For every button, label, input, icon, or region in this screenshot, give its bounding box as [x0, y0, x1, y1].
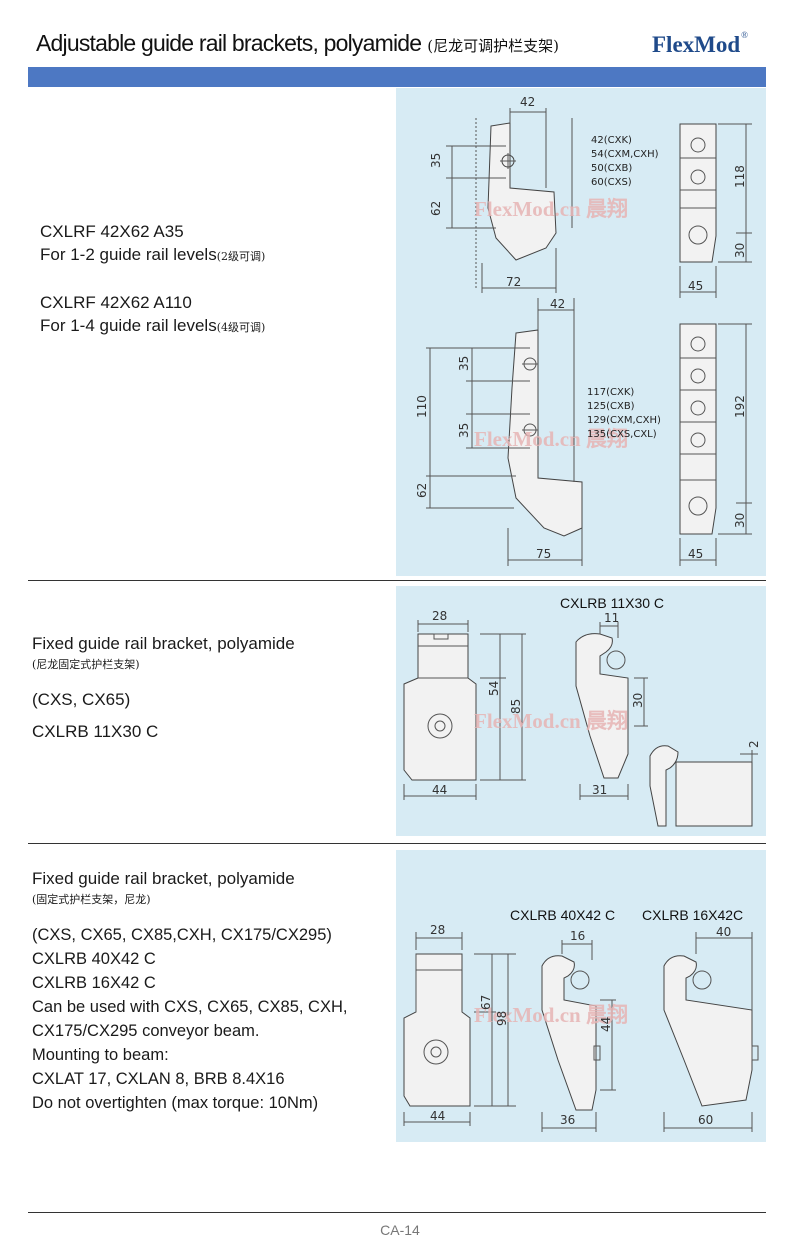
- drawing-a-dims: 42 35 62 72 118 30 45 42(CXK) 54(CXM,CXH…: [429, 95, 747, 293]
- adjustable-bracket-drawings: FlexMod.cn 晨翔 FlexMod.cn 晨翔 42 35 62 72 …: [415, 95, 752, 566]
- section-divider-2: [28, 843, 766, 844]
- dim-42-16: 16: [570, 929, 585, 943]
- dim-42-44-height: 44: [599, 1017, 613, 1032]
- dim-42-40: 40: [716, 925, 731, 939]
- dim-11x30-11: 11: [604, 611, 619, 625]
- variant-a-2: 54(CXM,CXH): [591, 149, 659, 160]
- dim-a-62: 62: [429, 201, 443, 216]
- fixed-bracket-11x30-drawing: FlexMod.cn 晨翔 CXLRB 11X30 C 28 54 85 44 …: [403, 595, 761, 827]
- section3-line-2: CXLRB 40X42 C: [32, 950, 156, 968]
- fixed-11x30-label: CXLRB 11X30 C: [560, 595, 664, 611]
- variant-a-3: 50(CXB): [591, 163, 632, 174]
- product-a-desc: For 1-2 guide rail levels(2级可调): [40, 245, 265, 265]
- dim-11x30-30: 30: [631, 693, 645, 708]
- product-b-desc-en: For 1-4 guide rail levels: [40, 316, 217, 335]
- dim-b-192: 192: [733, 395, 747, 418]
- dim-11x30-85: 85: [509, 699, 523, 714]
- dim-11x30-28: 28: [432, 609, 447, 623]
- section3-line-7: CXLAT 17, CXLAN 8, BRB 8.4X16: [32, 1070, 285, 1088]
- dim-11x30-31: 31: [592, 783, 607, 797]
- dim-42-60: 60: [698, 1113, 713, 1127]
- variant-a-1: 42(CXK): [591, 135, 632, 146]
- section-divider-1: [28, 580, 766, 581]
- dim-a-30: 30: [733, 243, 747, 258]
- variant-b-4: 135(CXS,CXL): [587, 429, 657, 440]
- section3-heading: Fixed guide rail bracket, polyamide: [32, 869, 295, 888]
- product-b-code: CXLRF 42X62 A110: [40, 293, 192, 312]
- brand-logo: FlexMod®: [652, 30, 748, 58]
- drawing-panel-fixed-11x30: FlexMod.cn 晨翔 CXLRB 11X30 C 28 54 85 44 …: [396, 586, 766, 836]
- drawing-b-dims: 42 35 35 110 62 75 192 30 45 117(CXK) 12…: [415, 297, 747, 561]
- dim-b-35-upper: 35: [457, 356, 471, 371]
- variant-b-2: 125(CXB): [587, 401, 635, 412]
- dim-b-110: 110: [415, 395, 429, 418]
- section3-line-6: Mounting to beam:: [32, 1046, 169, 1064]
- page-number: CA-14: [380, 1222, 420, 1238]
- variant-b-1: 117(CXK): [587, 387, 634, 398]
- title-en: Adjustable guide rail brackets, polyamid…: [36, 30, 422, 56]
- product-b-desc-cn: (4级可调): [216, 321, 266, 334]
- dim-42-36: 36: [560, 1113, 575, 1127]
- dim-a-72: 72: [506, 275, 521, 289]
- watermark-3: FlexMod.cn 晨翔: [474, 709, 628, 733]
- dim-a-42: 42: [520, 95, 535, 109]
- dim-a-45: 45: [688, 279, 703, 293]
- watermark-4: FlexMod.cn 晨翔: [474, 1003, 628, 1027]
- product-b-desc: For 1-4 guide rail levels(4级可调): [40, 316, 265, 336]
- section2-heading: Fixed guide rail bracket, polyamide: [32, 634, 295, 653]
- section3-heading-cn: (固定式护栏支架，尼龙): [32, 893, 151, 906]
- variant-b-3: 129(CXM,CXH): [587, 415, 661, 426]
- section2-code: CXLRB 11X30 C: [32, 722, 159, 741]
- section2-compat: (CXS, CX65): [32, 690, 131, 709]
- product-a-desc-en: For 1-2 guide rail levels: [40, 245, 217, 264]
- header-banner: [28, 67, 766, 87]
- section3-line-3: CXLRB 16X42 C: [32, 974, 156, 992]
- dim-11x30-44: 44: [432, 783, 447, 797]
- dim-11x30-2: 2: [747, 740, 761, 748]
- dim-42-98: 98: [495, 1011, 509, 1026]
- title-cn: (尼龙可调护栏支架): [427, 37, 559, 55]
- watermark-1: FlexMod.cn 晨翔: [474, 197, 628, 221]
- section3-line-4: Can be used with CXS, CX65, CX85, CXH,: [32, 998, 348, 1016]
- logo-registered-mark: ®: [741, 30, 748, 40]
- dim-42-44-width: 44: [430, 1109, 445, 1123]
- fixed-40x42-label: CXLRB 40X42 C: [510, 907, 615, 923]
- section2-heading-cn: (尼龙固定式护栏支架): [32, 658, 140, 671]
- page-title: Adjustable guide rail brackets, polyamid…: [36, 30, 559, 57]
- fixed-bracket-42-drawings: FlexMod.cn 晨翔 CXLRB 40X42 C CXLRB 16X42C…: [403, 907, 759, 1132]
- dim-11x30-54: 54: [487, 681, 501, 696]
- dim-b-75: 75: [536, 547, 551, 561]
- product-a-desc-cn: (2级可调): [216, 250, 266, 263]
- dim-a-35: 35: [429, 153, 443, 168]
- product-a-code: CXLRF 42X62 A35: [40, 222, 184, 241]
- section3-line-8: Do not overtighten (max torque: 10Nm): [32, 1094, 319, 1112]
- footer-divider: [28, 1212, 766, 1213]
- drawing-panel-adjustable: FlexMod.cn 晨翔 FlexMod.cn 晨翔 42 35 62 72 …: [396, 88, 766, 576]
- variant-a-4: 60(CXS): [591, 177, 632, 188]
- logo-text: FlexMod: [652, 32, 741, 57]
- dim-b-62: 62: [415, 483, 429, 498]
- dim-a-118: 118: [733, 165, 747, 188]
- dim-42-28: 28: [430, 923, 445, 937]
- dim-b-30: 30: [733, 513, 747, 528]
- watermark-2: FlexMod.cn 晨翔: [474, 427, 628, 451]
- drawing-panel-fixed-42: FlexMod.cn 晨翔 CXLRB 40X42 C CXLRB 16X42C…: [396, 850, 766, 1142]
- dim-42-67: 67: [479, 995, 493, 1010]
- section3-line-1: (CXS, CX65, CX85,CXH, CX175/CX295): [32, 926, 332, 944]
- section3-line-5: CX175/CX295 conveyor beam.: [32, 1022, 260, 1040]
- dim-b-35-lower: 35: [457, 423, 471, 438]
- dim-b-42: 42: [550, 297, 565, 311]
- fixed-16x42-label: CXLRB 16X42C: [642, 907, 743, 923]
- section3-text-block: (CXS, CX65, CX85,CXH, CX175/CX295) CXLRB…: [32, 923, 347, 1115]
- dim-b-45: 45: [688, 547, 703, 561]
